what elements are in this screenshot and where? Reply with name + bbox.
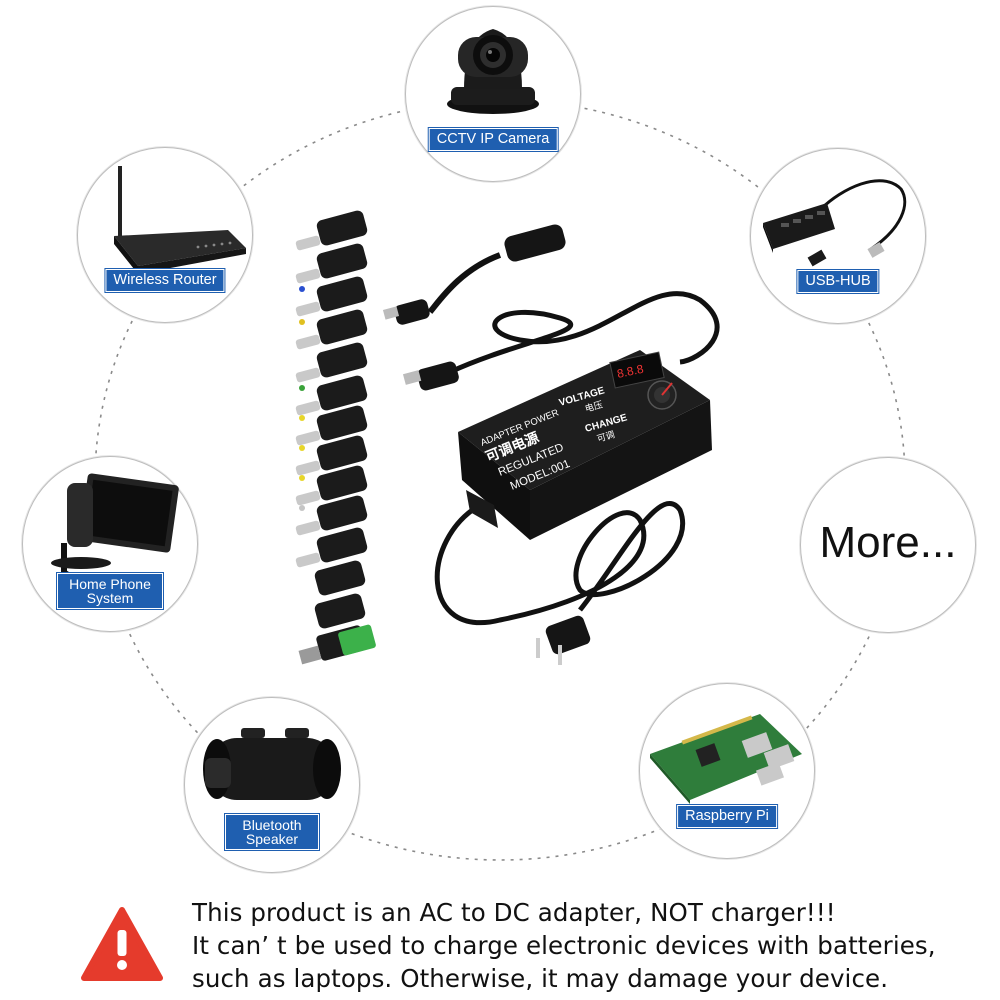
usb-hub-icon bbox=[763, 179, 907, 267]
warning-line-3: such as laptops. Otherwise, it may damag… bbox=[192, 964, 889, 993]
device-label-usb-hub: USB-HUB bbox=[797, 270, 879, 293]
device-label-raspberry: Raspberry Pi bbox=[677, 805, 777, 828]
warning-line-2: It can’ t be used to charge electronic d… bbox=[192, 931, 936, 960]
device-router-circle: Wireless Router bbox=[77, 147, 253, 323]
adapter-body bbox=[458, 350, 712, 540]
device-label-router: Wireless Router bbox=[105, 269, 225, 292]
device-more-circle: More... bbox=[800, 457, 976, 633]
adapter-cn-change-text: 可调 bbox=[596, 429, 616, 444]
device-label-phone-line1: Home Phone bbox=[69, 576, 151, 592]
device-label-speaker: Bluetooth Speaker bbox=[225, 814, 319, 850]
more-label: More... bbox=[819, 518, 957, 567]
device-usb-hub-circle: USB-HUB bbox=[750, 148, 926, 324]
cctv-camera-icon bbox=[447, 29, 539, 114]
wireless-router-icon bbox=[114, 166, 246, 274]
adapter-display-value: 8.8.8 bbox=[616, 362, 645, 381]
speaker-icon bbox=[203, 728, 341, 800]
device-label-speaker-line1: Bluetooth bbox=[242, 817, 302, 833]
warning-line-1: This product is an AC to DC adapter, NOT… bbox=[192, 898, 836, 927]
device-label-speaker-line2: Speaker bbox=[245, 831, 299, 847]
device-label-phone: Home Phone System bbox=[57, 573, 163, 609]
ac-plug bbox=[536, 615, 591, 665]
device-raspberry-circle: Raspberry Pi bbox=[639, 683, 815, 859]
device-label-phone-line2: System bbox=[86, 590, 134, 606]
device-cctv-circle: CCTV IP Camera bbox=[405, 6, 581, 182]
connector-tips-column bbox=[295, 210, 376, 665]
device-label-cctv: CCTV IP Camera bbox=[428, 128, 558, 151]
warning-triangle-icon bbox=[81, 907, 163, 981]
adapter-cn-voltage-text: 电压 bbox=[584, 398, 604, 414]
circuit-board-icon bbox=[650, 714, 802, 804]
desk-phone-icon bbox=[51, 473, 179, 582]
device-speaker-circle: Bluetooth Speaker bbox=[184, 697, 360, 873]
device-phone-circle: Home Phone System bbox=[22, 456, 198, 632]
